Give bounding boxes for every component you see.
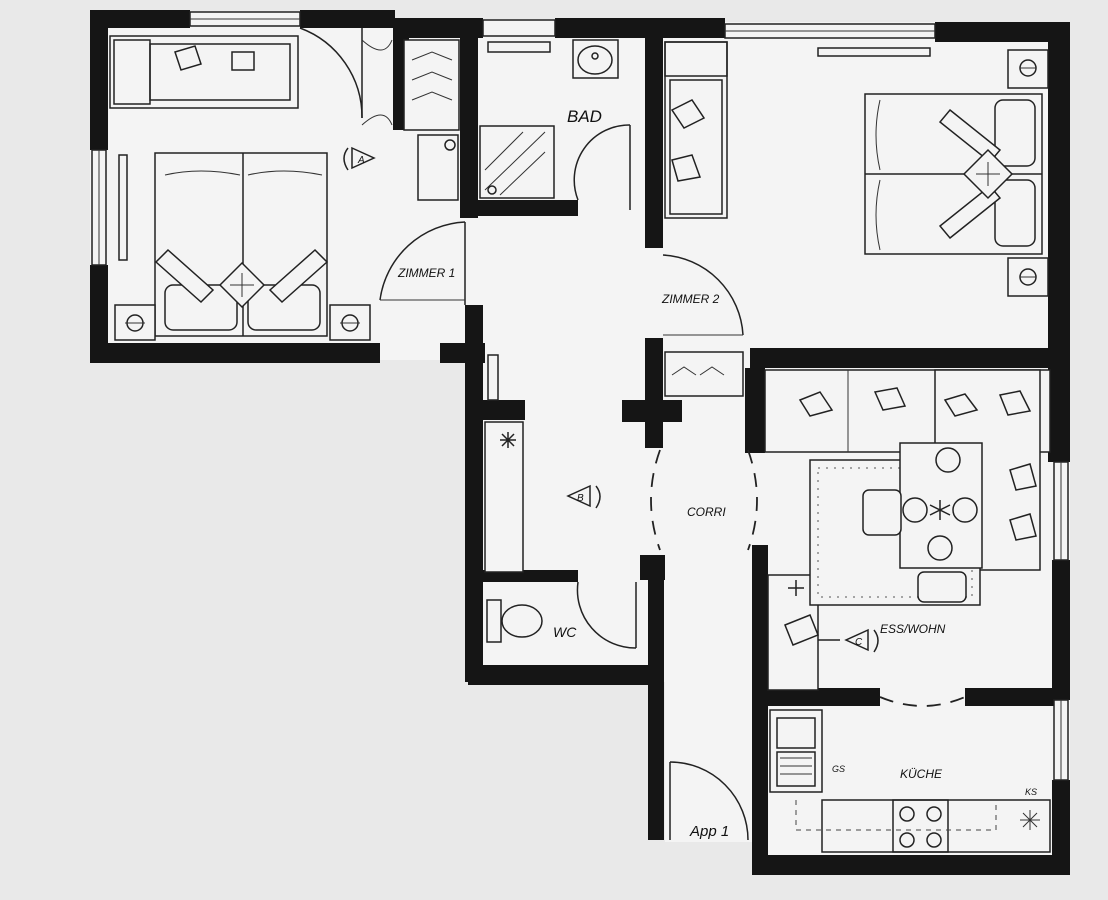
room-label-corri: CORRI xyxy=(687,505,726,519)
section-marker-a: A xyxy=(343,146,376,171)
living-furniture xyxy=(764,369,1051,707)
section-marker-c: C xyxy=(844,628,879,653)
bathroom-fixtures xyxy=(479,39,631,210)
room-label-kueche: KÜCHE xyxy=(900,767,943,781)
appliance-label-ks: KS xyxy=(1025,787,1037,797)
room-label-zimmer2: ZIMMER 2 xyxy=(661,292,720,306)
marker-c-label: C xyxy=(855,637,863,648)
zimmer1-furniture xyxy=(109,27,466,341)
room-label-wc: WC xyxy=(553,624,577,640)
corridor-fixtures xyxy=(484,354,840,841)
room-label-ess-wohn: ESS/WOHN xyxy=(880,622,946,636)
walls xyxy=(90,10,1070,875)
marker-b-label: B xyxy=(577,493,584,504)
room-label-zimmer1: ZIMMER 1 xyxy=(397,266,455,280)
apartment-label: App 1 xyxy=(689,823,729,840)
room-label-bad: BAD xyxy=(567,107,602,126)
kitchen-fixtures xyxy=(769,709,1051,853)
plan-floor xyxy=(90,12,1070,875)
windows xyxy=(91,11,1069,781)
zimmer2-furniture xyxy=(662,41,1049,397)
section-marker-b: B xyxy=(566,484,601,509)
appliance-label-gs: GS xyxy=(832,764,845,774)
marker-a-label: A xyxy=(357,155,365,166)
